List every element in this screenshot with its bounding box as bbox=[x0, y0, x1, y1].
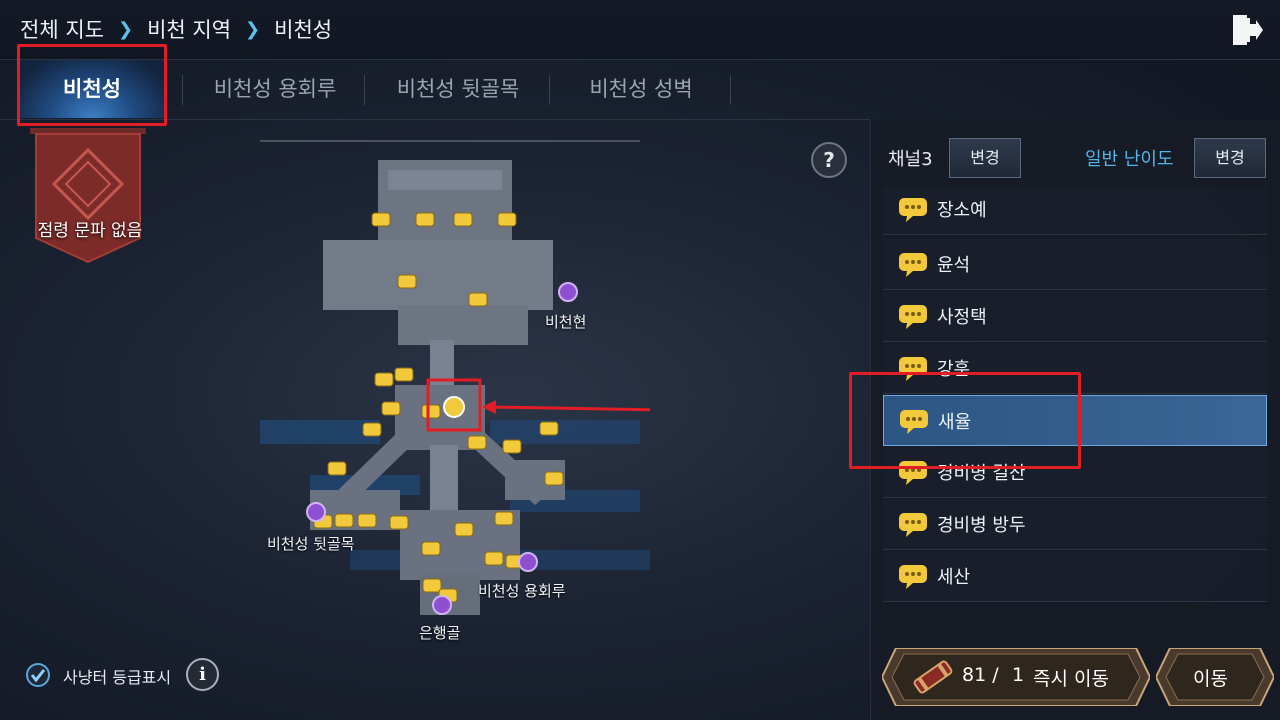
breadcrumb-current: 비천성 bbox=[274, 18, 333, 42]
tab-highlight-box bbox=[17, 44, 167, 126]
exit-icon[interactable] bbox=[1230, 12, 1264, 48]
info-icon[interactable]: i bbox=[186, 658, 219, 691]
npc-name: 세산 bbox=[937, 567, 971, 588]
breadcrumb-world-map[interactable]: 전체 지도 bbox=[20, 18, 104, 42]
breadcrumb: 전체 지도 ❯ 비천 지역 ❯ 비천성 bbox=[20, 14, 332, 44]
help-button[interactable]: ? bbox=[811, 142, 847, 178]
guild-banner-icon bbox=[30, 128, 146, 263]
npc-name: 새율 bbox=[938, 411, 972, 433]
teleport-scroll-icon bbox=[913, 660, 953, 694]
npc-name: 장소예 bbox=[937, 200, 987, 221]
move-button[interactable] bbox=[1156, 648, 1274, 706]
npc-name: 사정택 bbox=[937, 307, 987, 328]
map-label-eunhaenggol[interactable]: 은행골 bbox=[419, 624, 461, 642]
map-label-yonghoeru[interactable]: 비천성 용회루 bbox=[478, 582, 566, 600]
map-label-back-alley[interactable]: 비천성 뒷골목 bbox=[267, 535, 355, 553]
teleport-count: 81 / bbox=[962, 664, 999, 686]
speech-bubble-icon bbox=[900, 409, 928, 434]
teleport-label[interactable]: 즉시 이동 bbox=[1033, 668, 1109, 690]
npc-list-item-selected[interactable]: 새율 bbox=[883, 395, 1267, 446]
change-difficulty-button[interactable]: 변경 bbox=[1193, 137, 1267, 179]
speech-bubble-icon bbox=[899, 198, 927, 222]
speech-bubble-icon bbox=[899, 565, 927, 589]
move-label[interactable]: 이동 bbox=[1193, 668, 1228, 690]
tab-yonghoeru[interactable]: 비천성 용회루 bbox=[213, 77, 337, 101]
top-bar: 전체 지도 ❯ 비천 지역 ❯ 비천성 bbox=[0, 0, 1280, 60]
chevron-right-icon: ❯ bbox=[117, 18, 134, 40]
npc-list-item[interactable]: 세산 bbox=[883, 551, 1267, 602]
speech-bubble-icon bbox=[899, 513, 927, 537]
tab-bicheonseong[interactable]: 비천성 bbox=[20, 60, 164, 118]
channel-label: 채널3 bbox=[888, 149, 933, 170]
change-channel-button[interactable]: 변경 bbox=[948, 137, 1022, 179]
area-tabs: 비천성 비천성 용회루 비천성 뒷골목 비천성 성벽 bbox=[0, 60, 870, 120]
checkbox-checked-icon[interactable] bbox=[26, 663, 50, 687]
map-label-bicheonhyeon[interactable]: 비천현 bbox=[545, 313, 587, 331]
speech-bubble-icon bbox=[899, 253, 927, 277]
tab-divider bbox=[730, 75, 731, 105]
chevron-right-icon: ❯ bbox=[245, 18, 261, 40]
tab-back-alley[interactable]: 비천성 뒷골목 bbox=[396, 77, 520, 101]
tab-divider bbox=[182, 75, 183, 105]
tab-divider bbox=[549, 75, 550, 105]
npc-highlight-box bbox=[849, 372, 1081, 469]
npc-list-item[interactable]: 경비병 방두 bbox=[883, 499, 1267, 550]
npc-list-item[interactable]: 윤석 bbox=[883, 239, 1267, 290]
tab-castle-wall[interactable]: 비천성 성벽 bbox=[589, 77, 693, 101]
tab-divider bbox=[364, 75, 365, 105]
teleport-max: 1 bbox=[1012, 664, 1025, 686]
area-map[interactable] bbox=[250, 130, 650, 650]
npc-list-item[interactable]: 사정택 bbox=[883, 291, 1267, 342]
speech-bubble-icon bbox=[899, 305, 927, 329]
occupying-guild-label: 점령 문파 없음 bbox=[37, 221, 143, 241]
teleport-button[interactable] bbox=[882, 648, 1150, 706]
difficulty-label: 일반 난이도 bbox=[1085, 149, 1174, 170]
npc-name: 경비병 방두 bbox=[937, 515, 1026, 536]
npc-list-item[interactable]: 장소예 bbox=[883, 188, 1267, 235]
grade-display-label[interactable]: 사냥터 등급표시 bbox=[63, 668, 172, 687]
speech-bubble-icon bbox=[899, 461, 927, 485]
breadcrumb-region[interactable]: 비천 지역 bbox=[147, 18, 232, 42]
speech-bubble-icon bbox=[899, 357, 927, 381]
npc-name: 윤석 bbox=[937, 255, 971, 276]
